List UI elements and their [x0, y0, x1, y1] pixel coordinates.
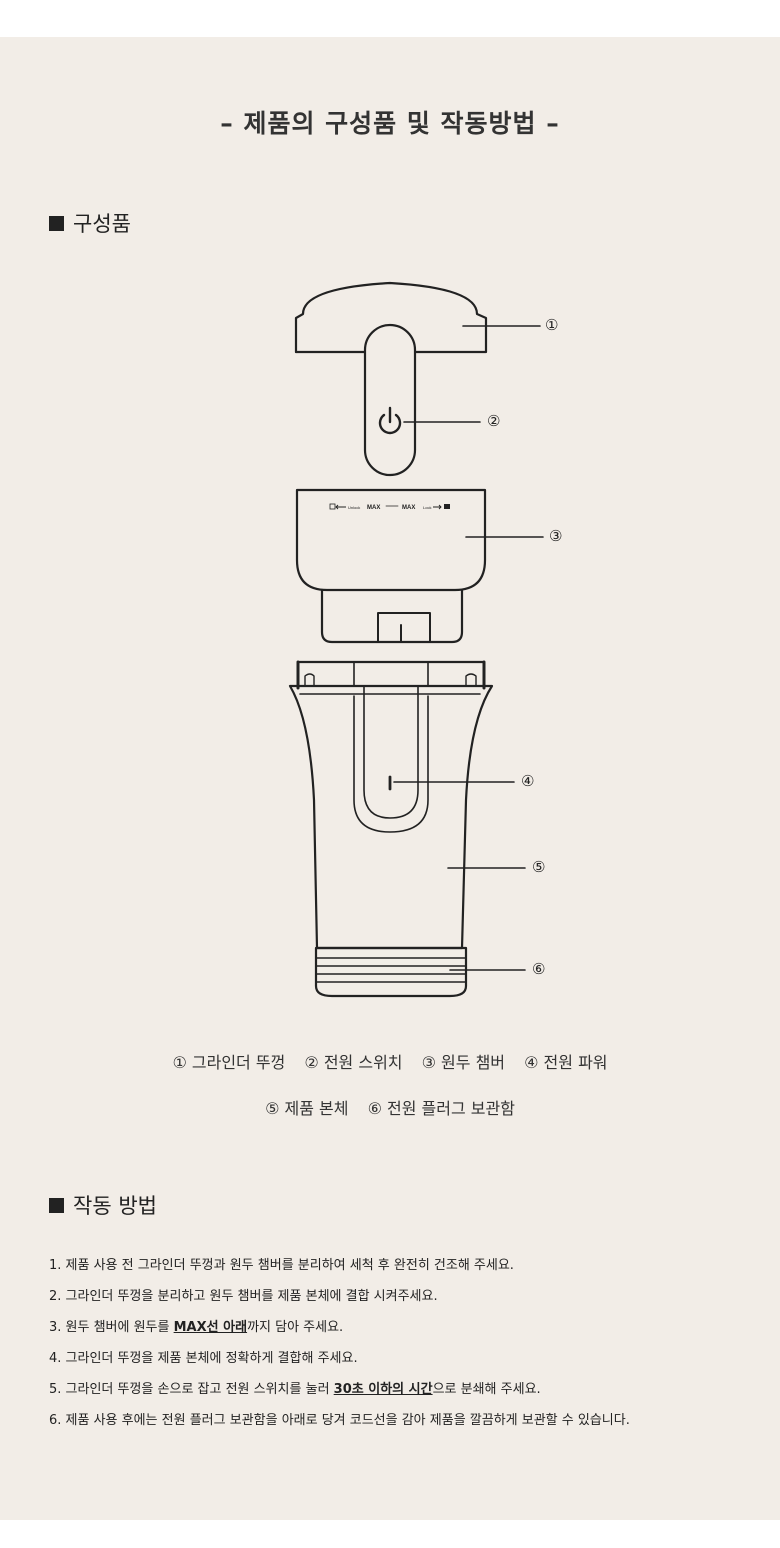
max-mark-left: MAX	[367, 505, 380, 511]
step-item: 1. 제품 사용 전 그라인더 뚜껑과 원두 챔버를 분리하여 세척 후 완전히…	[49, 1258, 514, 1273]
callout-1: ①	[545, 316, 559, 334]
callout-3: ③	[549, 527, 563, 545]
step-list: 1. 제품 사용 전 그라인더 뚜껑과 원두 챔버를 분리하여 세척 후 완전히…	[49, 1250, 749, 1436]
grinder-lid	[294, 281, 488, 354]
legend-item: ⑤ 제품 본체	[265, 1099, 349, 1118]
power-icon	[378, 406, 402, 435]
callout-5: ⑤	[532, 858, 546, 876]
legend-item: ④ 전원 파워	[524, 1053, 608, 1072]
max-mark-right: MAX	[402, 505, 415, 511]
callout-2: ②	[487, 412, 501, 430]
components-heading: 구성품	[49, 208, 131, 238]
square-bullet-icon	[49, 1198, 64, 1213]
step-item: 6. 제품 사용 후에는 전원 플러그 보관함을 아래로 당겨 코드선을 감아 …	[49, 1413, 630, 1428]
product-diagram: Unlock MAX MAX Lock	[288, 281, 544, 998]
legend-row-1: ① 그라인더 뚜껑 ② 전원 스위치 ③ 원두 챔버 ④ 전원 파워	[0, 1049, 780, 1073]
chamber-notch	[377, 612, 431, 643]
unlock-label: Unlock	[348, 505, 360, 510]
power-switch	[363, 323, 417, 477]
lock-label: Lock	[423, 505, 431, 510]
power-window	[353, 695, 429, 833]
step-item: 5. 그라인더 뚜껑을 손으로 잡고 전원 스위치를 눌러 30초 이하의 시간…	[49, 1382, 541, 1397]
bean-chamber	[295, 488, 487, 592]
callout-6: ⑥	[532, 960, 546, 978]
legend-item: ② 전원 스위치	[304, 1053, 403, 1072]
legend-item: ③ 원두 챔버	[421, 1053, 506, 1072]
step-item: 3. 원두 챔버에 원두를 MAX선 아래까지 담아 주세요.	[49, 1320, 344, 1335]
unlock-icon	[329, 503, 336, 510]
page-title: – 제품의 구성품 및 작동방법 –	[220, 109, 560, 138]
legend-row-2: ⑤ 제품 본체 ⑥ 전원 플러그 보관함	[0, 1095, 780, 1119]
main-body	[288, 684, 494, 950]
callout-4: ④	[521, 772, 535, 790]
legend-item: ⑥ 전원 플러그 보관함	[367, 1099, 515, 1118]
square-bullet-icon	[49, 216, 64, 231]
highlight-text: MAX선 아래	[173, 1320, 248, 1335]
method-heading: 작동 방법	[49, 1190, 157, 1220]
chamber-neck	[320, 588, 464, 644]
lock-icon	[444, 504, 450, 509]
legend-item: ① 그라인더 뚜껑	[172, 1053, 286, 1072]
highlight-text: 30초 이하의 시간	[333, 1382, 433, 1397]
plug-storage	[314, 946, 468, 998]
step-item: 2. 그라인더 뚜껑을 분리하고 원두 챔버를 제품 본체에 결합 시켜주세요.	[49, 1289, 438, 1304]
step-item: 4. 그라인더 뚜껑을 제품 본체에 정확하게 결합해 주세요.	[49, 1351, 358, 1366]
body-rim	[296, 660, 486, 690]
